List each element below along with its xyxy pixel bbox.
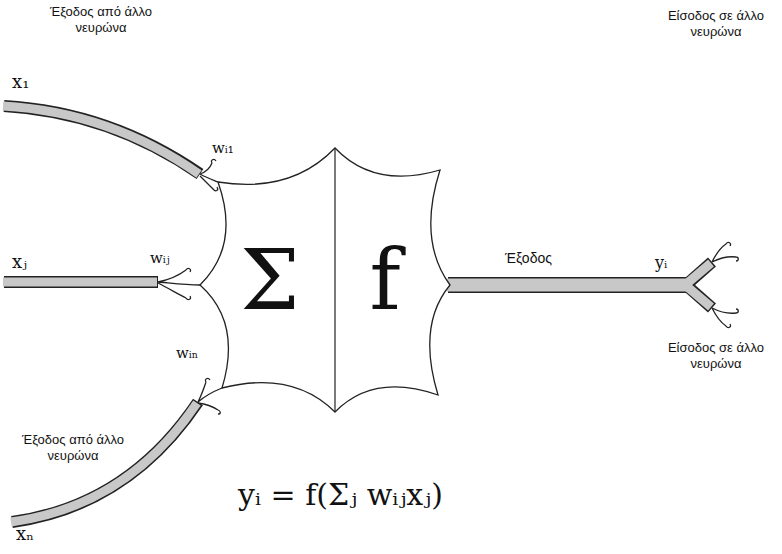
target-note: Είσοδος σε άλλο νευρώνα xyxy=(655,340,777,373)
synapse xyxy=(200,160,218,191)
input-variable: xⱼ xyxy=(12,252,27,273)
synapse xyxy=(712,243,738,262)
axon-fill xyxy=(3,106,711,522)
output-branch xyxy=(684,284,711,307)
input-axon xyxy=(3,106,199,174)
source-note: Έξοδος από άλλο νευρώνα xyxy=(40,4,162,37)
synapse xyxy=(712,308,738,327)
target-note: Είσοδος σε άλλο νευρώνα xyxy=(655,8,777,41)
output-axon xyxy=(447,279,689,292)
soma-shape xyxy=(200,148,450,412)
soma-outline xyxy=(195,140,457,416)
input-axon xyxy=(4,276,158,288)
output-note: Έξοδος xyxy=(505,250,552,268)
sum-symbol: Σ xyxy=(240,238,299,322)
activation-function: f xyxy=(369,238,400,322)
weight-label: wᵢₙ xyxy=(176,345,198,362)
input-axon xyxy=(3,278,157,287)
weight-label: wᵢ₁ xyxy=(212,140,234,157)
input-axon xyxy=(12,402,198,522)
weight-label: wᵢⱼ xyxy=(150,250,170,267)
input-variable: x₁ xyxy=(12,72,29,93)
neuron-formula: yᵢ = f(Σⱼ wᵢⱼxⱼ) xyxy=(238,478,443,513)
output-variable: yᵢ xyxy=(655,254,667,272)
input-axon xyxy=(11,403,197,522)
axon-outline xyxy=(4,106,712,522)
output-axon xyxy=(448,277,688,293)
synapse xyxy=(158,269,200,300)
divider-line xyxy=(334,148,335,412)
input-variable: xₙ xyxy=(16,524,34,545)
input-axon xyxy=(4,106,200,174)
neuron-body: Σf xyxy=(195,140,457,416)
synapse xyxy=(198,379,222,414)
source-note: Έξοδος από άλλο νευρώνα xyxy=(14,432,132,465)
